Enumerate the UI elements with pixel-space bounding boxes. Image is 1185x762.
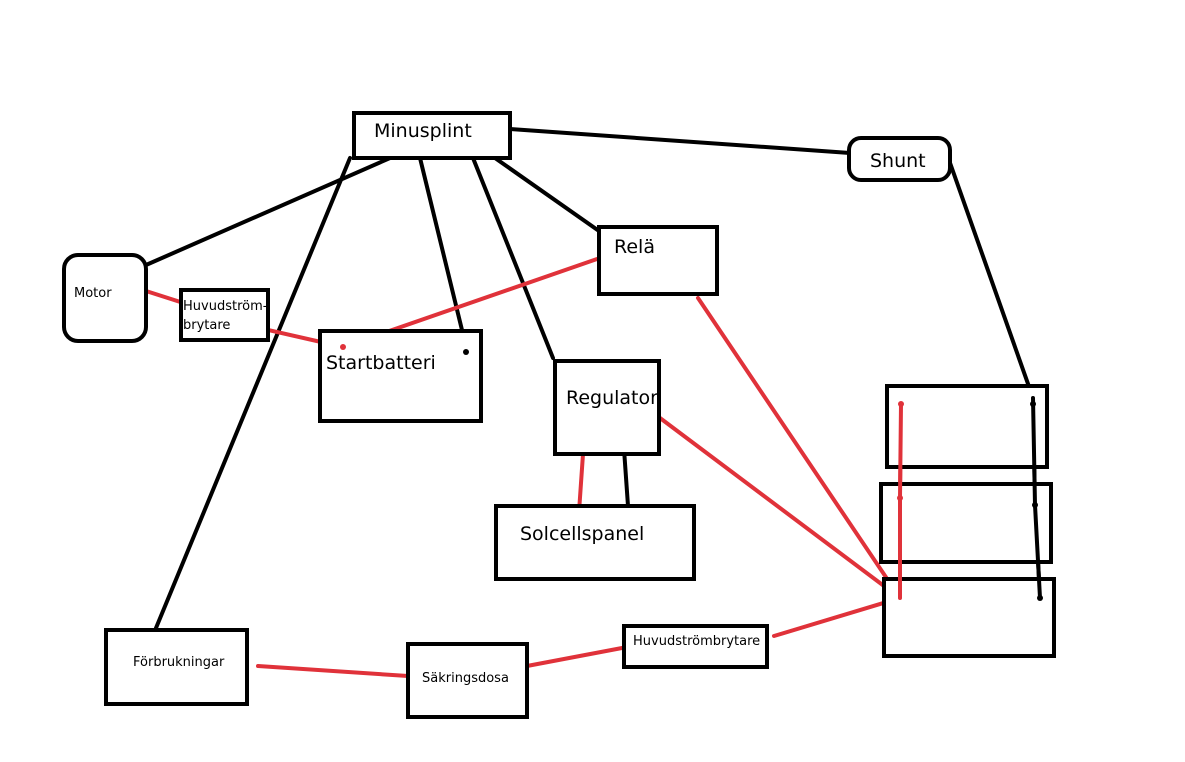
motor-label: Motor xyxy=(74,286,112,301)
wire-regulator-batteries xyxy=(658,416,902,600)
junction-battery2-neg xyxy=(1032,502,1038,508)
wire-minusplint-regulator xyxy=(471,156,555,360)
junction-battery2-pos xyxy=(897,495,903,501)
huvudstrombrytare-motor-label-line2: brytare xyxy=(183,318,230,333)
huvudstrombrytare-motor-box: Huvudström- brytare xyxy=(179,288,270,342)
wire-minusplint-startbatteri xyxy=(418,156,468,354)
forbrukningar-label: Förbrukningar xyxy=(133,655,225,670)
connection-dots xyxy=(340,344,1043,601)
startbatteri-box: Startbatteri xyxy=(318,329,483,423)
junction-battery1-pos xyxy=(898,401,904,407)
wire-huvudstrombrytare-sakringsdosa xyxy=(525,646,624,668)
wire-batteries-huvudstrombrytare xyxy=(772,596,902,638)
service-battery-1-box xyxy=(885,384,1049,469)
solcellspanel-box: Solcellspanel xyxy=(494,504,696,581)
junction-battery3-neg xyxy=(1037,595,1043,601)
huvudstrombrytare-service-box: Huvudströmbrytare xyxy=(622,624,769,669)
minusplint-label: Minusplint xyxy=(374,120,472,142)
shunt-box: Shunt xyxy=(847,136,952,182)
wire-rela-batteries xyxy=(696,296,902,600)
wire-minusplint-shunt xyxy=(508,127,852,155)
junction-startbatteri-neg xyxy=(463,349,469,355)
startbatteri-label: Startbatteri xyxy=(326,352,436,374)
forbrukningar-box: Förbrukningar xyxy=(104,628,249,706)
wire-regulator-solcellspanel-neg xyxy=(622,447,630,508)
solcellspanel-label: Solcellspanel xyxy=(520,523,644,545)
minusplint-box: Minusplint xyxy=(352,111,512,160)
junction-battery1-neg xyxy=(1030,401,1036,407)
rela-label: Relä xyxy=(614,236,655,258)
huvudstrombrytare-motor-label-line1: Huvudström- xyxy=(183,299,268,314)
regulator-box: Regulator xyxy=(553,359,661,456)
wire-minusplint-forbrukningar xyxy=(154,156,352,630)
wire-battery-bus-positive xyxy=(898,402,903,600)
rela-box: Relä xyxy=(597,225,719,296)
service-battery-3-box xyxy=(882,577,1056,658)
wire-minusplint-rela xyxy=(493,156,601,233)
sakringsdosa-label: Säkringsdosa xyxy=(422,671,509,686)
motor-box: Motor xyxy=(62,253,148,343)
huvudstrombrytare-service-label: Huvudströmbrytare xyxy=(633,634,760,649)
shunt-label: Shunt xyxy=(870,150,926,172)
service-battery-2-box xyxy=(879,482,1053,564)
junction-startbatteri-pos xyxy=(340,344,346,350)
regulator-label: Regulator xyxy=(566,387,658,409)
wire-regulator-solcellspanel-pos xyxy=(577,452,585,514)
sakringsdosa-box: Säkringsdosa xyxy=(406,642,529,719)
wire-minusplint-motor xyxy=(144,156,392,267)
wire-sakringsdosa-forbrukningar xyxy=(256,664,410,678)
